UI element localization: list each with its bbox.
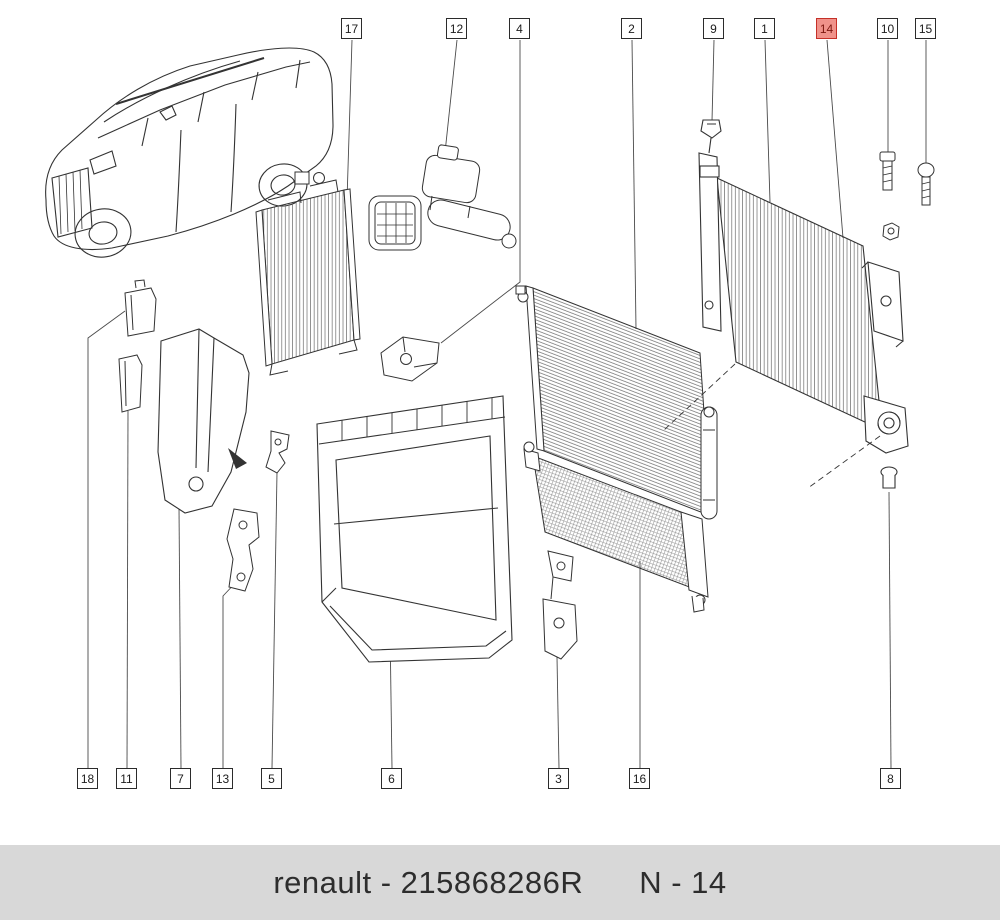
roof-rail [115, 57, 265, 105]
nut [882, 222, 900, 241]
bolt-head [879, 151, 896, 162]
bracket-5 [265, 430, 290, 474]
bracket-13 [226, 508, 260, 592]
callout-15[interactable]: 15 [915, 18, 936, 39]
headlight [89, 150, 117, 175]
callout-16[interactable]: 16 [629, 768, 650, 789]
receiver-drier [700, 406, 718, 520]
footer-plate-reference: N - 14 [639, 864, 727, 900]
condenser [515, 285, 718, 520]
deflector-panel-lower [118, 354, 143, 413]
intercooler-core [261, 189, 355, 365]
clip-9 [700, 119, 722, 139]
footer-part-reference: renault - 215868286R [273, 864, 584, 900]
grille [51, 167, 93, 238]
callout-11[interactable]: 11 [116, 768, 137, 789]
bracket-3 [542, 550, 578, 660]
radiator-left-bracket [698, 152, 722, 332]
callout-13[interactable]: 13 [212, 768, 233, 789]
assembly-guides [663, 363, 881, 489]
side-deflector [157, 328, 250, 514]
radiator-right-bracket [867, 261, 904, 342]
footer-bar: renault - 215868286R N - 14 [0, 845, 1000, 920]
coolant-pump-assembly [368, 144, 517, 251]
bolt-and-nut [879, 151, 900, 241]
radiator-assembly [663, 119, 909, 489]
upper-mounting-bracket [380, 336, 440, 382]
low-temperature-radiator [523, 441, 709, 613]
pointer-arrow [228, 448, 247, 469]
mirror [159, 105, 177, 121]
callout-4[interactable]: 4 [509, 18, 530, 39]
callout-5[interactable]: 5 [261, 768, 282, 789]
callout-1[interactable]: 1 [754, 18, 775, 39]
callout-10[interactable]: 10 [877, 18, 898, 39]
callout-14-selected[interactable]: 14 [816, 18, 837, 39]
callout-9[interactable]: 9 [703, 18, 724, 39]
callout-2[interactable]: 2 [621, 18, 642, 39]
callout-17[interactable]: 17 [341, 18, 362, 39]
callout-7[interactable]: 7 [170, 768, 191, 789]
callout-12[interactable]: 12 [446, 18, 467, 39]
callout-3[interactable]: 3 [548, 768, 569, 789]
intercooler-assembly [255, 171, 361, 376]
fan-shroud [316, 395, 513, 663]
radiator-core [716, 177, 883, 431]
screw-15 [917, 162, 935, 206]
front-wheel [74, 208, 132, 258]
callout-18[interactable]: 18 [77, 768, 98, 789]
callout-8[interactable]: 8 [880, 768, 901, 789]
callout-6[interactable]: 6 [381, 768, 402, 789]
deflector-panel-upper [124, 279, 157, 337]
